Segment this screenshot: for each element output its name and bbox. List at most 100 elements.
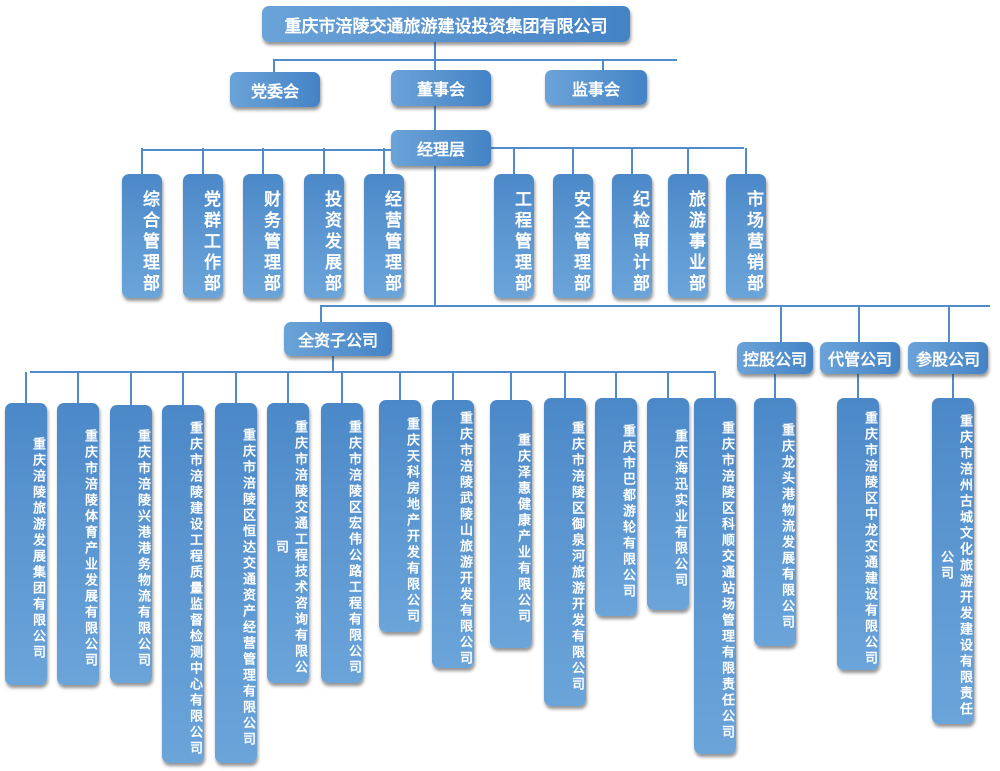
root-company-box: 重庆市涪陵交通旅游建设投资集团有限公司 xyxy=(262,6,630,42)
management-label: 经理层 xyxy=(416,140,465,159)
company-label: 重庆市涪陵武陵山旅游开发有限公司 xyxy=(457,411,472,667)
connector xyxy=(332,355,334,372)
connector xyxy=(202,148,204,174)
supervisory-board-box: 监事会 xyxy=(545,70,647,105)
connector xyxy=(273,59,677,61)
connector xyxy=(745,148,747,174)
department-label: 财务管理部 xyxy=(260,189,280,295)
connector xyxy=(434,165,436,305)
company-label: 重庆天科房地产开发有限公司 xyxy=(404,417,419,625)
connector xyxy=(952,374,954,398)
holding-category-box: 控股公司 xyxy=(737,342,813,374)
department-box-right-4: 市场营销部 xyxy=(726,174,766,298)
managed-category-label: 代管公司 xyxy=(827,350,892,369)
connector xyxy=(77,372,79,403)
connector xyxy=(399,372,401,400)
department-box-left-0: 综合管理部 xyxy=(122,174,162,298)
department-box-left-4: 经营管理部 xyxy=(364,174,404,298)
connector xyxy=(510,372,512,400)
department-box-right-0: 工程管理部 xyxy=(494,174,534,298)
wholly-owned-company-box: 重庆市涪陵区恒达交通资产经营管理有限公司 xyxy=(215,403,257,763)
connector xyxy=(287,372,289,403)
department-box-right-1: 安全管理部 xyxy=(553,174,593,298)
connector xyxy=(434,42,436,70)
party-committee-box: 党委会 xyxy=(230,72,320,107)
department-label: 纪检审计部 xyxy=(629,189,649,295)
wholly-owned-company-box: 重庆市涪陵武陵山旅游开发有限公司 xyxy=(432,400,474,668)
wholly-owned-company-box: 重庆涪陵旅游发展集团有限公司 xyxy=(5,403,47,685)
connector xyxy=(434,105,436,133)
wholly-owned-company-box: 重庆市涪陵兴港港务物流有限公司 xyxy=(110,405,152,683)
department-label: 市场营销部 xyxy=(743,189,763,295)
company-label: 重庆龙头港物流发展有限公司 xyxy=(779,423,794,631)
connector xyxy=(262,148,264,174)
company-label: 重庆涪陵旅游发展集团有限公司 xyxy=(30,437,45,661)
company-label: 重庆市涪陵区恒达交通资产经营管理有限公司 xyxy=(240,428,255,748)
connector xyxy=(948,305,950,345)
managed-category-box: 代管公司 xyxy=(820,342,900,374)
wholly-owned-category-label: 全资子公司 xyxy=(297,331,378,350)
connector xyxy=(602,59,604,73)
connector xyxy=(320,305,322,325)
holding-company-box: 重庆龙头港物流发展有限公司 xyxy=(754,398,796,646)
wholly-owned-company-box: 重庆市涪陵区科顺交通站场管理有限责任公司 xyxy=(694,398,736,754)
department-label: 党群工作部 xyxy=(200,189,220,295)
wholly-owned-company-box: 重庆天科房地产开发有限公司 xyxy=(379,400,421,632)
participating-company-box: 重庆市涪州古城文化旅游开发建设有限责任公司 xyxy=(932,398,974,724)
connector xyxy=(631,148,633,174)
connector xyxy=(490,147,744,149)
connector xyxy=(572,148,574,174)
department-label: 经营管理部 xyxy=(381,189,401,295)
connector xyxy=(235,372,237,403)
connector xyxy=(714,372,716,398)
company-label: 重庆市涪陵建设工程质量监督检测中心有限公司 xyxy=(187,421,202,757)
company-label: 重庆市巴都游轮有限公司 xyxy=(620,424,635,600)
department-box-left-1: 党群工作部 xyxy=(183,174,223,298)
department-label: 投资发展部 xyxy=(321,189,341,295)
connector xyxy=(273,59,275,73)
supervisory-board-label: 监事会 xyxy=(571,79,620,99)
holding-category-label: 控股公司 xyxy=(742,350,807,369)
connector xyxy=(130,372,132,405)
company-label: 重庆海迅实业有限公司 xyxy=(672,429,687,589)
company-label: 重庆市涪陵兴港港务物流有限公司 xyxy=(135,429,150,669)
connector xyxy=(687,148,689,174)
connector xyxy=(141,148,143,174)
root-company-label: 重庆市涪陵交通旅游建设投资集团有限公司 xyxy=(284,16,608,37)
department-label: 旅游事业部 xyxy=(685,189,705,295)
party-committee-label: 党委会 xyxy=(250,81,299,101)
participating-category-label: 参股公司 xyxy=(915,350,980,369)
connector xyxy=(858,305,860,345)
board-of-directors-label: 董事会 xyxy=(416,80,465,99)
wholly-owned-company-box: 重庆市涪陵区宏伟公路工程有限公司 xyxy=(321,403,363,683)
connector xyxy=(142,149,398,151)
connector xyxy=(513,148,515,174)
company-label: 重庆市涪陵区宏伟公路工程有限公司 xyxy=(346,420,361,676)
wholly-owned-company-box: 重庆泽惠健康产业有限公司 xyxy=(490,400,532,648)
connector xyxy=(667,372,669,398)
wholly-owned-category-box: 全资子公司 xyxy=(284,322,392,356)
connector xyxy=(30,371,716,373)
connector xyxy=(857,374,859,398)
company-label: 重庆市涪州古城文化旅游开发建设有限责任公司 xyxy=(938,414,972,718)
company-label: 重庆市涪陵体育产业发展有限公司 xyxy=(82,429,97,669)
connector xyxy=(452,372,454,400)
connector xyxy=(780,305,782,345)
department-label: 综合管理部 xyxy=(139,189,159,295)
connector xyxy=(564,372,566,398)
wholly-owned-company-box: 重庆市涪陵交通工程技术咨询有限公司 xyxy=(267,403,309,683)
department-box-right-3: 旅游事业部 xyxy=(668,174,708,298)
connector xyxy=(341,372,343,403)
connector xyxy=(383,148,385,174)
managed-company-box: 重庆市涪陵区中龙交通建设有限公司 xyxy=(837,398,879,670)
wholly-owned-company-box: 重庆市涪陵建设工程质量监督检测中心有限公司 xyxy=(162,405,204,763)
company-label: 重庆市涪陵区科顺交通站场管理有限责任公司 xyxy=(719,421,734,741)
wholly-owned-company-box: 重庆市巴都游轮有限公司 xyxy=(595,398,637,616)
connector xyxy=(182,372,184,405)
connector xyxy=(323,148,325,174)
department-label: 安全管理部 xyxy=(570,189,590,295)
connector xyxy=(615,372,617,398)
department-box-left-2: 财务管理部 xyxy=(243,174,283,298)
wholly-owned-company-box: 重庆市涪陵区御泉河旅游开发有限公司 xyxy=(544,398,586,706)
